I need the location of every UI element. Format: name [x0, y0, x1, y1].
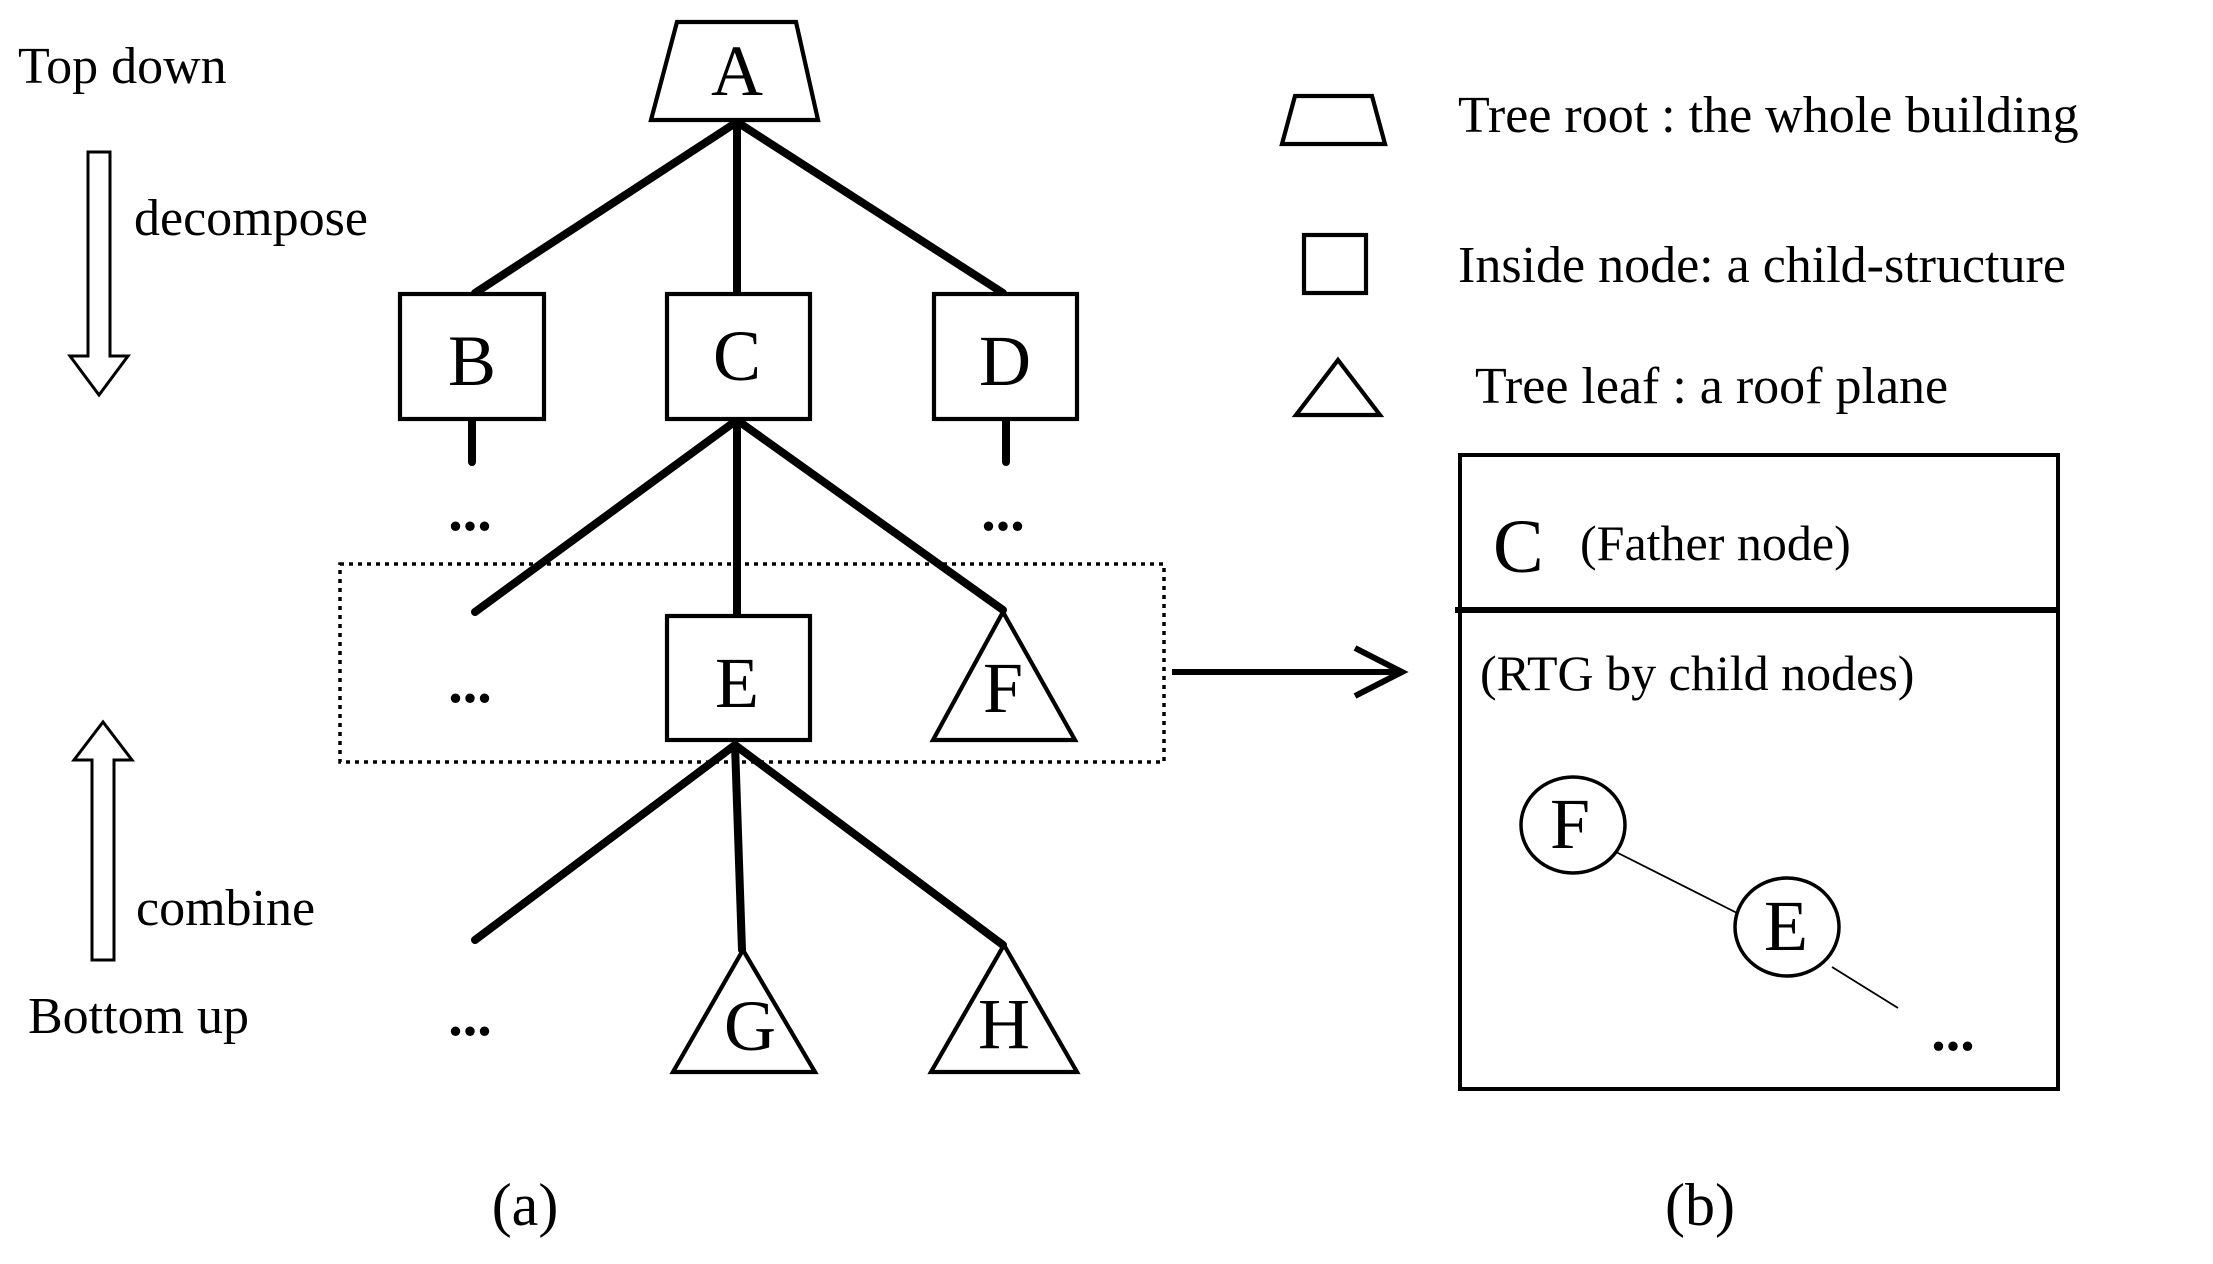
father-node-letter: C: [1493, 505, 1544, 589]
combine-label: combine: [136, 880, 315, 937]
legend-item-root: Tree root : the whole building: [1279, 87, 2079, 147]
square-icon: [397, 291, 547, 422]
node-c-label: C: [713, 316, 761, 396]
combine-arrow-icon: [70, 719, 136, 962]
panel-b: C (Father node) (RTG by child nodes) F E…: [1455, 453, 2060, 1091]
tree-leaf-g: G: [669, 945, 819, 1075]
square-icon: [664, 613, 813, 743]
ellipsis-level3: ...: [448, 983, 492, 1048]
triangle-icon: [929, 607, 1079, 743]
ellipsis-level2: ...: [448, 650, 492, 715]
legend-root-text: Tree root : the whole building: [1458, 87, 2079, 144]
top-down-label: Top down: [18, 38, 227, 95]
edge-a-b: [471, 118, 741, 297]
inside-node-c: C: [664, 291, 813, 422]
caption-b: (b): [1665, 1172, 1735, 1238]
edge-e-h: [731, 741, 1007, 949]
node-b-label: B: [448, 321, 496, 401]
tree-leaf-h: H: [927, 940, 1081, 1075]
node-d-label: D: [979, 321, 1031, 401]
inside-node-d: D: [931, 291, 1080, 422]
trapezoid-icon: [648, 19, 821, 123]
leaf-g-label: G: [724, 986, 776, 1066]
panel-b-frame: [1458, 453, 2060, 1091]
leaf-f-label: F: [983, 648, 1023, 728]
rtg-node-f: F: [1519, 775, 1627, 875]
edge-e-g: [731, 741, 746, 954]
leaf-h-label: H: [978, 984, 1030, 1064]
legend-item-leaf: Tree leaf : a roof plane: [1291, 356, 1948, 418]
edge-c-f: [733, 416, 1007, 614]
selection-box: [338, 562, 1166, 764]
legend-item-inside: Inside node: a child-structure: [1301, 232, 2066, 296]
legend-inside-text: Inside node: a child-structure: [1458, 237, 2066, 294]
tree-root-node: A: [648, 19, 821, 123]
rtg-node-e: E: [1733, 876, 1841, 978]
legend-leaf-text: Tree leaf : a roof plane: [1475, 358, 1948, 415]
edge-c-left: [471, 416, 741, 616]
square-icon: [664, 291, 813, 422]
triangle-icon: [669, 945, 819, 1075]
decompose-label: decompose: [134, 190, 368, 247]
rtg-ellipsis: ...: [1931, 998, 1975, 1063]
triangle-icon: [1291, 356, 1385, 418]
rtg-node-f-label: F: [1550, 784, 1590, 864]
square-icon: [931, 291, 1080, 422]
ellipsis-under-d: ...: [981, 478, 1025, 543]
edge-a-d: [733, 118, 1007, 297]
rtg-edge-e-more: [1831, 966, 1899, 1009]
caption-a: (a): [492, 1172, 559, 1238]
legend: Tree root : the whole building Inside no…: [1279, 87, 2079, 418]
decompose-arrow-icon: [67, 150, 131, 398]
inside-node-e: E: [664, 613, 813, 743]
inside-node-b: B: [397, 291, 547, 422]
bottom-up-label: Bottom up: [28, 988, 249, 1045]
node-e-label: E: [715, 643, 759, 723]
root-label: A: [711, 31, 763, 111]
tree-edges: [468, 118, 1010, 954]
rtg-node-e-label: E: [1764, 886, 1808, 966]
ellipsis-under-b: ...: [448, 478, 492, 543]
rtg-edge-f-e: [1611, 849, 1746, 918]
edge-e-left: [471, 741, 739, 944]
square-icon: [1301, 232, 1369, 296]
tree-leaf-f: F: [929, 607, 1079, 743]
rtg-label: (RTG by child nodes): [1480, 645, 1914, 701]
panel-connector-arrow-icon: [1172, 645, 1409, 699]
father-node-label: (Father node): [1580, 515, 1851, 571]
trapezoid-icon: [1279, 93, 1388, 147]
triangle-icon: [927, 940, 1081, 1075]
